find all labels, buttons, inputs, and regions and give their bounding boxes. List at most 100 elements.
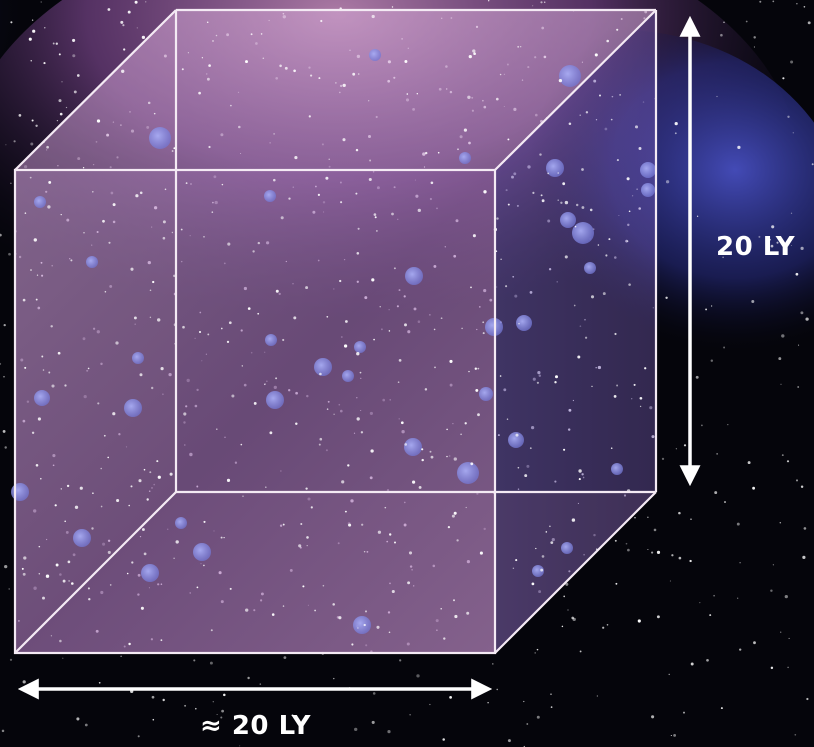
star bbox=[529, 447, 532, 450]
star bbox=[314, 609, 316, 612]
star bbox=[3, 323, 6, 327]
star bbox=[779, 522, 782, 524]
star bbox=[440, 317, 443, 320]
star bbox=[123, 48, 126, 51]
star bbox=[557, 199, 559, 201]
star bbox=[169, 472, 173, 476]
star-cluster-orb bbox=[405, 267, 423, 285]
star bbox=[182, 325, 185, 329]
star bbox=[52, 42, 55, 45]
star bbox=[62, 579, 66, 583]
star bbox=[597, 244, 600, 246]
star bbox=[472, 49, 476, 53]
star bbox=[550, 693, 552, 695]
star bbox=[391, 6, 394, 8]
star bbox=[55, 563, 59, 567]
star bbox=[418, 485, 422, 489]
star bbox=[560, 201, 563, 204]
star bbox=[293, 69, 296, 73]
star bbox=[487, 702, 489, 704]
star bbox=[135, 194, 139, 198]
star bbox=[656, 550, 661, 555]
star-cluster-orb bbox=[149, 127, 171, 149]
star bbox=[356, 417, 360, 421]
star bbox=[151, 695, 155, 699]
star bbox=[211, 211, 214, 213]
star bbox=[683, 711, 685, 714]
star bbox=[670, 734, 672, 737]
star-cluster-orb bbox=[369, 49, 381, 61]
star bbox=[468, 370, 470, 373]
star bbox=[778, 357, 782, 361]
star bbox=[43, 62, 46, 65]
star bbox=[208, 64, 211, 67]
star bbox=[425, 151, 428, 155]
star bbox=[357, 73, 360, 75]
edge-bottom-right-depth bbox=[494, 491, 657, 654]
star bbox=[751, 300, 755, 303]
star bbox=[602, 292, 606, 296]
star-cluster-orb bbox=[559, 65, 581, 87]
star bbox=[264, 383, 266, 385]
star bbox=[596, 695, 598, 697]
star bbox=[794, 733, 797, 736]
star bbox=[374, 216, 377, 219]
star bbox=[220, 716, 223, 719]
star bbox=[626, 240, 629, 242]
star bbox=[57, 351, 61, 355]
star bbox=[162, 220, 166, 224]
star bbox=[573, 304, 576, 307]
star bbox=[540, 194, 543, 197]
star bbox=[453, 511, 457, 515]
star bbox=[671, 554, 674, 557]
star bbox=[221, 709, 224, 713]
star bbox=[678, 511, 681, 515]
star bbox=[561, 625, 564, 628]
star bbox=[21, 567, 24, 570]
star bbox=[351, 643, 354, 646]
star bbox=[355, 192, 358, 195]
star bbox=[207, 333, 210, 336]
star bbox=[160, 367, 164, 371]
star bbox=[696, 215, 699, 217]
star bbox=[333, 413, 335, 415]
star bbox=[240, 443, 243, 446]
star bbox=[628, 210, 631, 213]
star bbox=[496, 688, 498, 691]
star bbox=[788, 637, 790, 639]
star bbox=[212, 701, 214, 703]
star bbox=[152, 280, 155, 284]
star bbox=[100, 467, 102, 470]
star bbox=[653, 528, 657, 532]
star bbox=[230, 104, 232, 107]
star bbox=[391, 212, 394, 216]
star bbox=[180, 228, 183, 231]
star bbox=[792, 132, 794, 134]
star bbox=[616, 28, 619, 31]
star bbox=[550, 706, 553, 708]
star bbox=[271, 613, 275, 616]
star bbox=[44, 27, 46, 29]
star bbox=[55, 42, 58, 45]
star bbox=[454, 614, 458, 619]
star bbox=[463, 128, 467, 132]
star bbox=[564, 200, 569, 205]
star bbox=[220, 327, 223, 330]
star bbox=[257, 241, 261, 245]
star bbox=[532, 5, 534, 7]
star bbox=[305, 487, 308, 490]
star bbox=[193, 659, 196, 662]
star bbox=[495, 97, 499, 101]
star bbox=[472, 234, 476, 238]
star-cluster-orb bbox=[11, 483, 29, 501]
star bbox=[59, 112, 63, 116]
star bbox=[356, 352, 360, 356]
star bbox=[515, 559, 518, 562]
star bbox=[674, 132, 677, 135]
star bbox=[62, 657, 64, 659]
star bbox=[574, 225, 577, 228]
star bbox=[475, 388, 479, 392]
star bbox=[517, 45, 520, 48]
